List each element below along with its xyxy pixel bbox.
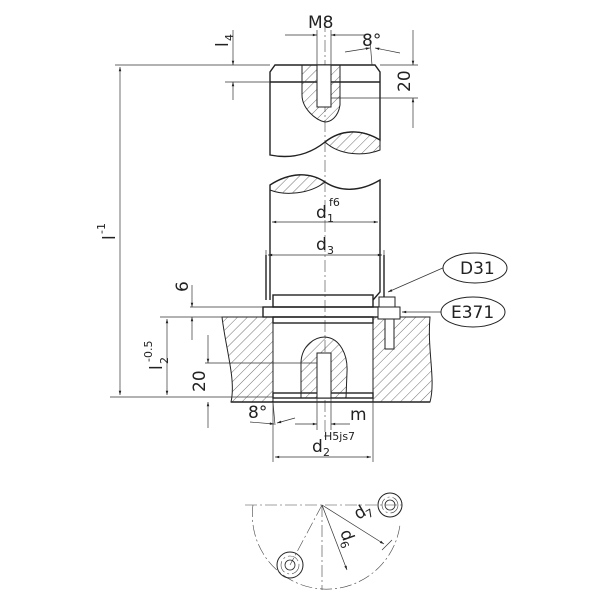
svg-text:l: l <box>100 235 120 240</box>
label-m: m <box>350 405 367 425</box>
bolt-circle-view <box>245 492 405 590</box>
svg-text:3: 3 <box>327 244 334 257</box>
svg-text:H5js7: H5js7 <box>324 430 355 443</box>
label-angle-bottom: 8° <box>248 403 267 423</box>
svg-text:d: d <box>316 203 327 223</box>
upper-shaft <box>269 64 381 158</box>
label-six: 6 <box>173 281 193 292</box>
svg-text:2: 2 <box>158 357 171 364</box>
svg-text:1: 1 <box>327 212 334 225</box>
label-d1: d 1 f6 <box>316 196 340 225</box>
callout-d31 <box>442 252 508 284</box>
svg-text:6: 6 <box>337 539 352 550</box>
label-e371: E371 <box>451 303 494 323</box>
svg-text:l: l <box>213 42 233 47</box>
dimension-lines <box>110 30 446 462</box>
svg-text:d: d <box>312 437 323 457</box>
svg-text:4: 4 <box>223 34 236 41</box>
label-d6: d 6 <box>335 527 357 550</box>
svg-text:l: l <box>147 365 167 370</box>
label-d31: D31 <box>460 259 495 279</box>
callout-e371 <box>440 296 506 328</box>
svg-text:f6: f6 <box>329 196 340 209</box>
svg-text:2: 2 <box>323 446 330 459</box>
svg-text:-1: -1 <box>95 223 108 234</box>
label-l4: l 4 <box>213 34 236 47</box>
label-angle-top: 8° <box>362 31 381 51</box>
label-depth-top: 20 <box>395 70 415 92</box>
svg-text:d: d <box>316 235 327 255</box>
label-d7: d 7 <box>351 502 377 525</box>
base-plate <box>221 316 433 403</box>
svg-text:-0.5: -0.5 <box>142 341 155 362</box>
label-thread: M8 <box>308 13 333 33</box>
screw <box>377 296 401 350</box>
label-depth-bottom: 20 <box>190 370 210 392</box>
label-d2: d 2 H5js7 <box>312 430 355 459</box>
label-l: l -1 <box>95 223 120 240</box>
label-l2: l 2 -0.5 <box>142 341 171 370</box>
label-d3: d 3 <box>316 235 334 257</box>
